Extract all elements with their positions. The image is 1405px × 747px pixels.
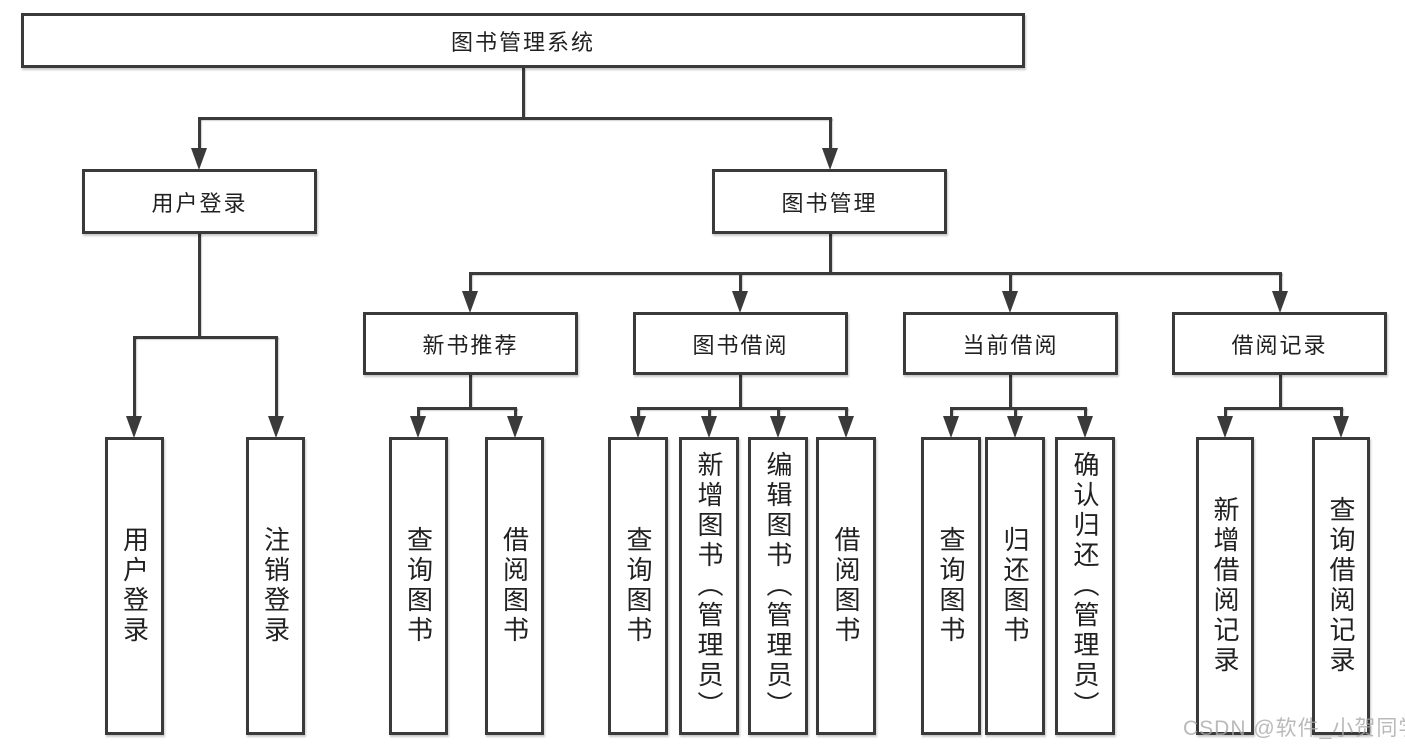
node-current-borrowing: 当前借阅 [903,312,1118,375]
node-label-book-borrowing: 图书借阅 [692,332,789,358]
connector-arrow-line-book-management-split-2 [1008,273,1012,295]
node-return-books: 归还图书 [985,437,1045,735]
connector-arrow-line-book-management-split-1 [738,273,742,295]
node-book-borrowing: 图书借阅 [633,312,848,375]
arrowhead-icon-new-book-recommend-split-0 [410,416,426,438]
node-label-user-login-branch: 用户登录 [151,190,248,216]
node-query-borrow-record: 查询借阅记录 [1312,437,1370,735]
node-label-book-management-branch: 图书管理 [781,190,878,216]
connector-bar-book-management-split [468,271,1282,275]
connector-arrow-line-current-borrowing-split-1 [1013,408,1017,420]
connector-bar-current-borrowing-split [949,406,1087,410]
arrowhead-icon-book-management-split-2 [1002,291,1018,313]
arrowhead-icon-book-borrowing-split-0 [630,416,646,438]
connector-bar-new-book-recommend-split [416,406,517,410]
connector-arrow-line-book-management-split-0 [468,273,472,295]
arrowhead-icon-root-split-0 [191,148,207,170]
arrowhead-icon-borrowing-records-split-1 [1333,416,1349,438]
node-label-current-borrowing: 当前借阅 [962,332,1059,358]
node-label-query-books-borrowing: 查询图书 [623,526,653,646]
node-add-books-admin: 新增图书（管理员） [679,437,739,735]
connector-arrow-line-book-borrowing-split-3 [844,408,848,420]
node-library-system: 图书管理系统 [21,13,1025,68]
connector-stem-current-borrowing-split [1008,374,1012,408]
connector-arrow-line-root-split-1 [828,118,832,152]
arrowhead-icon-book-borrowing-split-3 [838,416,854,438]
arrowhead-icon-root-split-1 [822,148,838,170]
node-user-login-leaf: 用户登录 [105,437,164,735]
connector-arrow-line-user-login-split-0 [132,337,136,420]
node-label-library-system: 图书管理系统 [450,29,595,55]
node-label-borrow-books-borrowing: 借阅图书 [831,526,861,646]
watermark: CSDN @软件_小贺同学 [1183,717,1405,740]
arrowhead-icon-new-book-recommend-split-1 [507,416,523,438]
connector-arrow-line-borrowing-records-split-0 [1223,408,1227,420]
node-label-add-books-admin: 新增图书（管理员） [694,451,724,721]
connector-arrow-line-book-borrowing-split-2 [776,408,780,420]
arrowhead-icon-book-management-split-0 [462,291,478,313]
node-label-confirm-return-admin: 确认归还（管理员） [1070,451,1100,721]
node-logout-leaf: 注销登录 [246,437,305,735]
node-confirm-return-admin: 确认归还（管理员） [1055,437,1115,735]
connector-bar-root-split [197,116,832,120]
connector-arrow-line-book-borrowing-split-0 [636,408,640,420]
node-label-user-login-leaf: 用户登录 [119,526,150,646]
arrowhead-icon-user-login-split-0 [126,416,142,438]
node-add-borrow-record: 新增借阅记录 [1196,437,1254,735]
node-label-query-books-current: 查询图书 [936,526,966,646]
arrowhead-icon-book-management-split-3 [1272,291,1288,313]
connector-arrow-line-new-book-recommend-split-0 [416,408,420,420]
connector-arrow-line-book-borrowing-split-1 [707,408,711,420]
node-edit-books-admin: 编辑图书（管理员） [748,437,808,735]
node-borrow-books-recommend: 借阅图书 [485,437,544,735]
node-label-return-books: 归还图书 [1000,526,1030,646]
connector-stem-borrowing-records-split [1278,374,1282,408]
node-label-borrowing-records: 借阅记录 [1231,332,1328,358]
node-query-books-borrowing: 查询图书 [608,437,668,735]
node-label-borrow-books-recommend: 借阅图书 [499,526,530,646]
arrowhead-icon-book-management-split-1 [732,291,748,313]
node-book-management-branch: 图书管理 [712,169,947,234]
connector-stem-book-management-split [828,233,832,273]
arrowhead-icon-user-login-split-1 [268,416,284,438]
arrowhead-icon-current-borrowing-split-0 [943,416,959,438]
node-label-add-borrow-record: 新增借阅记录 [1210,496,1240,676]
node-borrow-books-borrowing: 借阅图书 [816,437,876,735]
arrowhead-icon-book-borrowing-split-2 [770,416,786,438]
node-query-books-recommend: 查询图书 [389,437,448,735]
arrowhead-icon-book-borrowing-split-1 [701,416,717,438]
connector-arrow-line-current-borrowing-split-2 [1083,408,1087,420]
arrowhead-icon-borrowing-records-split-0 [1217,416,1233,438]
node-label-query-books-recommend: 查询图书 [403,526,434,646]
node-label-query-borrow-record: 查询借阅记录 [1326,496,1356,676]
node-label-logout-leaf: 注销登录 [260,526,291,646]
node-user-login-branch: 用户登录 [82,169,317,234]
node-label-edit-books-admin: 编辑图书（管理员） [763,451,793,721]
connector-arrow-line-current-borrowing-split-0 [949,408,953,420]
connector-arrow-line-new-book-recommend-split-1 [513,408,517,420]
node-label-new-book-recommend: 新书推荐 [422,332,519,358]
connector-arrow-line-user-login-split-1 [274,337,278,420]
connector-stem-new-book-recommend-split [468,374,472,408]
connector-stem-user-login-split [197,233,201,337]
connector-arrow-line-root-split-0 [197,118,201,152]
connector-arrow-line-borrowing-records-split-1 [1339,408,1343,420]
node-query-books-current: 查询图书 [921,437,981,735]
arrowhead-icon-current-borrowing-split-2 [1077,416,1093,438]
connector-bar-user-login-split [132,335,278,339]
node-new-book-recommend: 新书推荐 [363,312,578,375]
connector-stem-root-split [521,68,525,118]
node-borrowing-records: 借阅记录 [1172,312,1387,375]
arrowhead-icon-current-borrowing-split-1 [1007,416,1023,438]
connector-bar-borrowing-records-split [1223,406,1343,410]
connector-bar-book-borrowing-split [636,406,848,410]
connector-arrow-line-book-management-split-3 [1278,273,1282,295]
connector-stem-book-borrowing-split [738,374,742,408]
